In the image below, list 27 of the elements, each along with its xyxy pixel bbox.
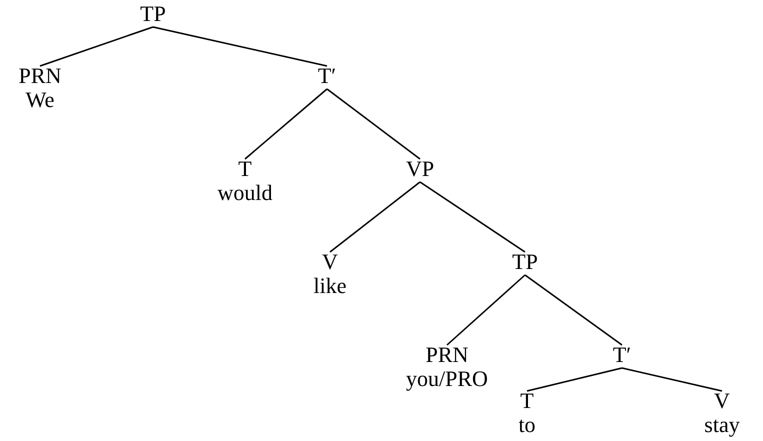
tree-branch xyxy=(330,181,420,253)
category-label: T xyxy=(237,157,253,181)
category-label: TP xyxy=(512,250,538,274)
tree-branch xyxy=(152,26,328,67)
word-label: stay xyxy=(704,413,740,437)
word-label: like xyxy=(314,274,346,298)
tree-branch xyxy=(40,26,154,67)
category-label: T′ xyxy=(612,343,632,367)
category-label: VP xyxy=(406,157,434,181)
tree-branch xyxy=(420,181,526,253)
word-label: would xyxy=(218,181,272,205)
category-label: V xyxy=(713,389,731,413)
tree-branch xyxy=(622,367,722,392)
tree-branch xyxy=(326,88,420,160)
category-label: PRN xyxy=(424,343,470,367)
word-label: We xyxy=(24,88,56,112)
category-label: TP xyxy=(140,2,166,26)
category-label: T xyxy=(519,389,535,413)
tree-branch xyxy=(524,274,622,346)
word-label: you/PRO xyxy=(406,367,488,391)
category-label: T′ xyxy=(318,64,336,88)
tree-branch xyxy=(244,88,328,160)
tree-branch xyxy=(526,367,622,392)
tree-branch xyxy=(446,274,526,346)
category-label: PRN xyxy=(18,64,62,88)
category-label: V xyxy=(321,250,339,274)
word-label: to xyxy=(518,413,536,437)
